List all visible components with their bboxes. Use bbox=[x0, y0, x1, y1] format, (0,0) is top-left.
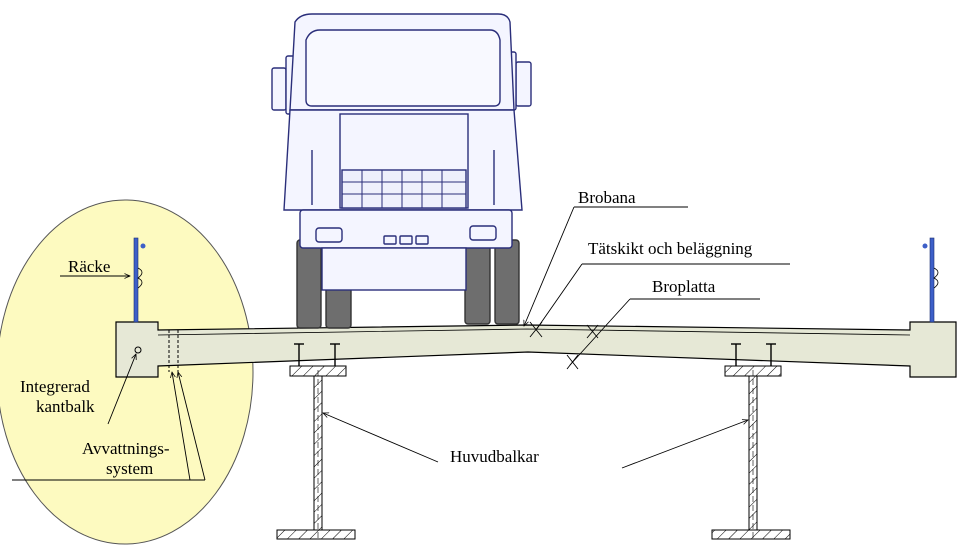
truck-wheel bbox=[494, 239, 520, 325]
drainage-pipe bbox=[168, 330, 179, 372]
truck-wheel bbox=[464, 239, 491, 325]
label-tatskikt: Tätskikt och beläggning bbox=[588, 239, 753, 258]
railing-left bbox=[133, 237, 146, 323]
truck bbox=[271, 13, 532, 329]
railing-right bbox=[922, 237, 939, 323]
edge-beam-marker bbox=[134, 346, 142, 354]
label-huvudbalkar: Huvudbalkar bbox=[450, 447, 539, 466]
label-system: system bbox=[106, 459, 153, 478]
label-brobana: Brobana bbox=[578, 188, 636, 207]
label-avvattnings: Avvattnings- bbox=[82, 439, 170, 458]
waterproofing-surfacing-line bbox=[157, 328, 911, 336]
shear-connectors bbox=[294, 343, 776, 366]
label-kantbalk: kantbalk bbox=[36, 397, 95, 416]
bridge-deck-slab bbox=[115, 321, 957, 378]
main-girder-left bbox=[276, 365, 356, 541]
main-girder-right bbox=[711, 365, 791, 541]
truck-wheel bbox=[296, 239, 322, 329]
label-broplatta: Broplatta bbox=[652, 277, 716, 296]
leader-lines bbox=[12, 206, 790, 481]
label-integrerad: Integrerad bbox=[20, 377, 90, 396]
label-racke: Räcke bbox=[68, 257, 110, 276]
